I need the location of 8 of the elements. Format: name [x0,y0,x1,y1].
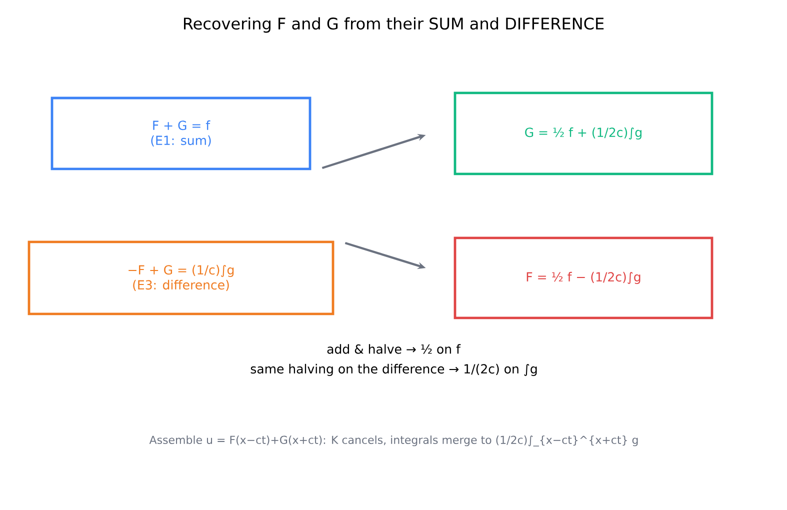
equation-box: −F + G = (1/c)∫g (E3: difference) [28,240,334,316]
caption-text: same halving on the difference → 1/(2c) on ∫g [250,364,537,376]
caption-text: add & halve → ½ on f [327,344,461,354]
equation-box: G = ½ f + (1/2c)∫g [454,92,714,176]
equation-box: F = ½ f − (1/2c)∫g [454,236,714,320]
equation-box: F + G = f (E1: sum) [50,96,312,170]
note-text: Assemble u = F(x−ct)+G(x+ct): K cancels, integrals merge to (1/2c)∫_{x−ct}^{x+ct} g [149,436,638,446]
title: Recovering F and G from their SUM and DIFFERENCE [184,17,604,33]
